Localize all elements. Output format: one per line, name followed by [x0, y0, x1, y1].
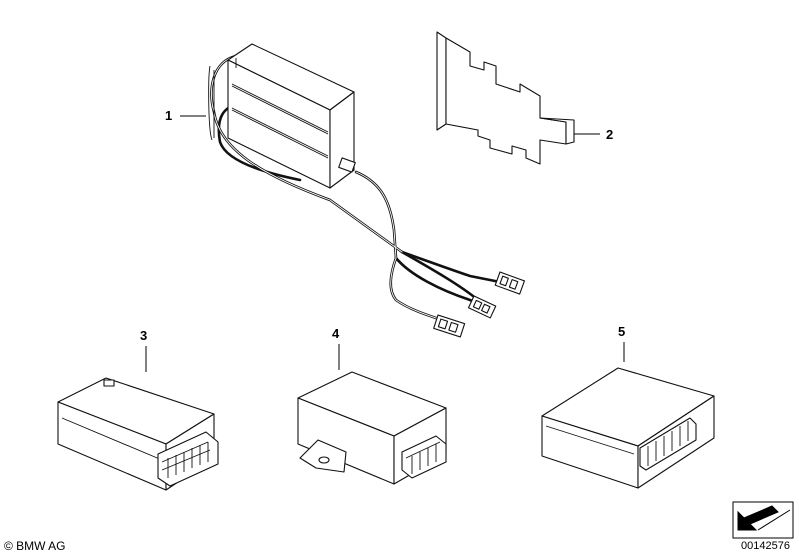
arrow-icon[interactable] — [732, 501, 794, 539]
part-2-bracket[interactable] — [436, 31, 575, 165]
callout-3: 3 — [140, 328, 147, 372]
drawing-number: 00142576 — [741, 540, 790, 552]
copyright-text: © BMW AG — [4, 539, 66, 553]
callout-1: 1 — [165, 108, 206, 123]
callout-3-label: 3 — [140, 328, 147, 343]
part-5-control-unit[interactable] — [541, 367, 715, 489]
callout-2-label: 2 — [606, 127, 613, 142]
callout-4-label: 4 — [332, 326, 340, 341]
callout-2: 2 — [574, 127, 613, 142]
part-4-control-unit[interactable] — [297, 371, 447, 485]
part-3-control-unit[interactable] — [57, 377, 219, 491]
callout-5-label: 5 — [618, 324, 625, 339]
part-1-module-harness[interactable] — [208, 43, 525, 338]
callout-4: 4 — [332, 326, 340, 370]
callout-1-label: 1 — [165, 108, 172, 123]
callout-5: 5 — [618, 324, 625, 362]
